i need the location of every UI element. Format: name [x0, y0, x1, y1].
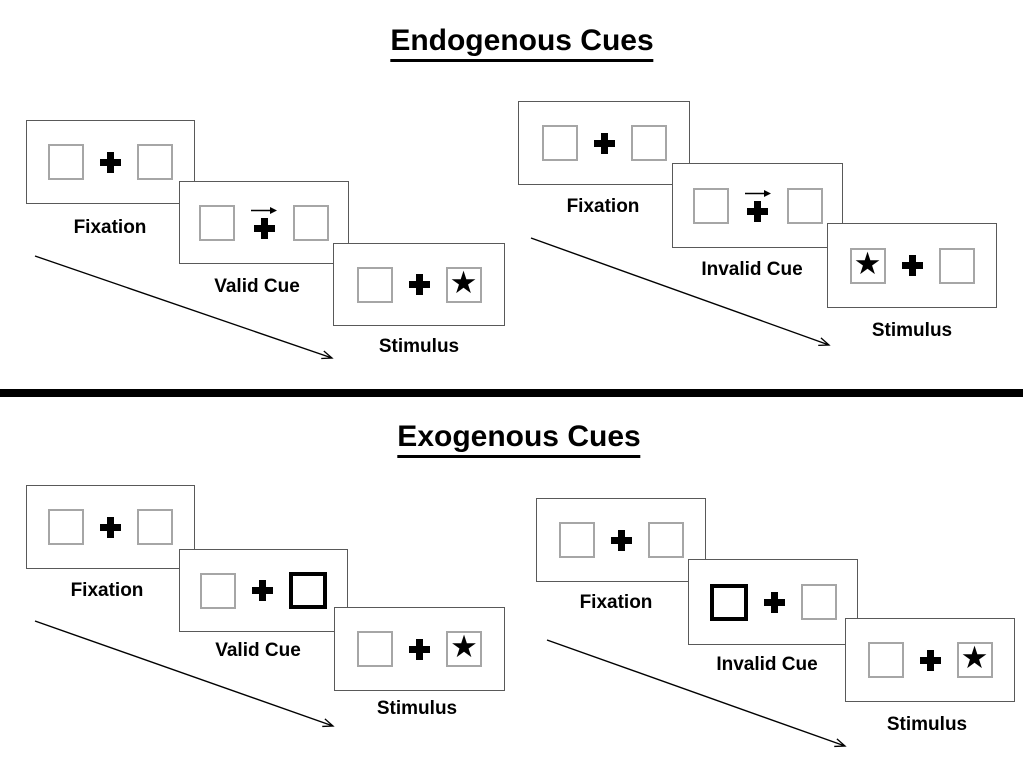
right-arrow-cue-icon [251, 207, 277, 214]
fixation-cross-icon [253, 218, 275, 239]
fixation-cross-icon [919, 649, 941, 671]
fixation-cross-icon [408, 274, 430, 295]
central-cue-group [744, 189, 771, 222]
right-placeholder-box [938, 247, 975, 284]
endogenous-valid-stimulus-panel: ★ [333, 243, 505, 326]
star-target-icon: ★ [960, 640, 989, 676]
right-target-box: ★ [956, 640, 993, 678]
central-cue-group [251, 206, 277, 239]
right-placeholder-box [293, 204, 329, 241]
timeline-arrow-endogenous-valid [34, 255, 334, 360]
right-arrow-cue-icon [744, 190, 771, 197]
section-divider [0, 389, 1023, 397]
section-title-endogenous: Endogenous Cues [390, 24, 654, 62]
frame-label-stimulus: Stimulus [378, 336, 460, 357]
endogenous-invalid-fixation-panel [518, 101, 690, 185]
fixation-cross-icon [252, 580, 273, 601]
timeline-arrow-endogenous-invalid [530, 237, 831, 347]
fixation-cross-icon [901, 255, 923, 276]
right-placeholder-box [137, 509, 173, 545]
star-target-icon: ★ [450, 629, 478, 665]
right-placeholder-box [630, 125, 667, 161]
left-placeholder-box [541, 125, 578, 161]
section-title-text: Exogenous Cues [397, 420, 641, 458]
left-placeholder-box [867, 642, 904, 678]
exogenous-invalid-stimulus-panel: ★ [845, 618, 1015, 702]
frame-label-stimulus: Stimulus [871, 320, 953, 341]
left-placeholder-box [357, 631, 393, 667]
section-title-text: Endogenous Cues [390, 24, 654, 62]
fixation-cross-icon [100, 151, 121, 173]
star-target-icon: ★ [853, 245, 882, 282]
frame-label-valid-cue: Valid Cue [215, 640, 301, 661]
endogenous-valid-fixation-panel [26, 120, 195, 204]
frame-label-invalid-cue: Invalid Cue [716, 654, 818, 675]
left-placeholder-box [199, 204, 235, 241]
endogenous-valid-cue-panel [179, 181, 349, 264]
exogenous-valid-fixation-panel [26, 485, 195, 569]
endogenous-invalid-stimulus-panel: ★ [827, 223, 997, 308]
frame-label-invalid-cue: Invalid Cue [701, 259, 803, 280]
frame-label-stimulus: Stimulus [886, 714, 968, 735]
right-placeholder-box [137, 144, 173, 180]
timeline-arrow-exogenous-valid [34, 620, 335, 728]
frame-label-fixation: Fixation [566, 196, 640, 217]
left-placeholder-box [48, 509, 84, 545]
endogenous-invalid-cue-panel [672, 163, 843, 248]
left-bold-cue-box [709, 583, 748, 621]
left-placeholder-box [200, 572, 236, 609]
left-placeholder-box [558, 522, 595, 558]
left-placeholder-box [48, 144, 84, 180]
right-placeholder-box [786, 187, 823, 224]
section-title-exogenous: Exogenous Cues [397, 420, 641, 458]
right-bold-cue-box [289, 572, 327, 609]
right-placeholder-box [800, 584, 837, 620]
exogenous-invalid-cue-panel [688, 559, 858, 645]
frame-label-fixation: Fixation [73, 217, 147, 238]
fixation-cross-icon [747, 201, 768, 222]
frame-label-fixation: Fixation [579, 592, 653, 613]
frame-label-fixation: Fixation [70, 580, 144, 601]
left-placeholder-box [692, 187, 729, 224]
right-placeholder-box [647, 522, 684, 558]
fixation-cross-icon [409, 638, 430, 660]
frame-label-valid-cue: Valid Cue [214, 276, 300, 297]
fixation-cross-icon [593, 132, 615, 154]
exogenous-valid-cue-panel [179, 549, 348, 632]
fixation-cross-icon [610, 529, 632, 551]
right-target-box: ★ [446, 631, 482, 667]
fixation-cross-icon [763, 591, 785, 613]
star-target-icon: ★ [449, 264, 478, 301]
fixation-cross-icon [100, 516, 121, 538]
right-target-box: ★ [445, 264, 482, 303]
frame-label-stimulus: Stimulus [376, 698, 458, 719]
left-target-box: ★ [849, 245, 886, 284]
exogenous-valid-stimulus-panel: ★ [334, 607, 505, 691]
left-placeholder-box [356, 266, 393, 303]
exogenous-invalid-fixation-panel [536, 498, 706, 582]
